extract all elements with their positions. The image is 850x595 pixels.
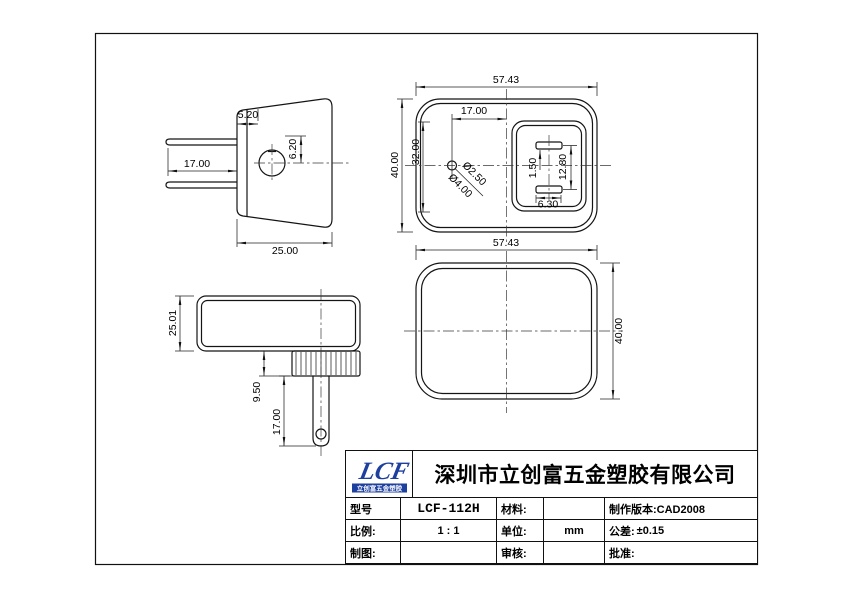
scale-label: 比例:	[350, 525, 376, 538]
dim-front-slot-length: 6.30	[538, 199, 559, 211]
tolerance-value: ±0.15	[636, 524, 665, 537]
model-label: 型号	[350, 503, 372, 516]
view-side: 17.00 5.20 6.20 25.00	[165, 98, 350, 257]
dim-side-hole-offset: 6.20	[287, 139, 299, 160]
company-name: 深圳市立创富五金塑胶有限公司	[412, 451, 757, 497]
dim-back-width: 57.43	[493, 237, 519, 249]
dim-side-plate: 5.20	[238, 109, 259, 121]
logo-graphic: LCF 立创富五金塑胶	[352, 457, 411, 493]
material-label: 材料:	[496, 498, 543, 519]
logo-banner	[352, 483, 407, 493]
view-back: 57.43 40.00	[404, 237, 625, 413]
logo-text: LCF	[356, 457, 411, 485]
dim-top-prong-length: 17.00	[271, 409, 283, 435]
dim-side-prong-length: 17.00	[184, 158, 210, 170]
title-block-header-row: LCF 立创富五金塑胶 深圳市立创富五金塑胶有限公司	[346, 451, 757, 497]
dim-front-slot-thickness: 1.50	[527, 158, 539, 179]
material-value	[543, 498, 604, 519]
title-block: LCF 立创富五金塑胶 深圳市立创富五金塑胶有限公司 型号 LCF-112H 材…	[345, 450, 758, 564]
dim-front-slot-pitch: 12.80	[557, 154, 569, 180]
unit-value: mm	[543, 520, 604, 541]
logo-subtext: 立创富五金塑胶	[357, 484, 403, 493]
model-value: LCF-112H	[400, 498, 496, 519]
scale-value: 1 : 1	[400, 520, 496, 541]
title-block-row-model: 型号 LCF-112H 材料: 制作版本:CAD2008	[346, 497, 757, 519]
dim-front-height: 40.00	[389, 152, 401, 178]
dim-side-depth: 25.00	[272, 245, 298, 257]
drawn-value	[400, 542, 496, 563]
company-logo: LCF 立创富五金塑胶	[346, 451, 412, 497]
dim-top-depth: 25.01	[167, 310, 179, 336]
tolerance-cell: 公差: ±0.15	[604, 520, 757, 541]
dim-top-boss-height: 9.50	[251, 382, 263, 403]
tolerance-label: 公差:	[609, 525, 635, 538]
drawn-label: 制图:	[350, 547, 376, 560]
unit-label: 单位:	[496, 520, 543, 541]
border-frame	[94, 32, 759, 566]
view-top: 25.01 9.50 17.00	[167, 289, 361, 458]
dim-front-recess-height: 32.00	[410, 139, 422, 165]
dim-front-hole-cc: 17.00	[461, 105, 487, 117]
version-label: 制作版本:CAD2008	[604, 498, 757, 519]
title-block-row-approval: 制图: 审核: 批准:	[346, 541, 757, 563]
check-label: 审核:	[496, 542, 543, 563]
dim-back-height: 40.00	[613, 318, 625, 344]
dim-front-width: 57.43	[493, 74, 519, 86]
view-front: Ø2.50 Ø4.00 57.43 40.00 32.00 17.00 1.50…	[389, 74, 611, 243]
check-value	[543, 542, 604, 563]
title-block-row-scale: 比例: 1 : 1 单位: mm 公差: ±0.15	[346, 519, 757, 541]
approve-label: 批准:	[604, 542, 757, 563]
